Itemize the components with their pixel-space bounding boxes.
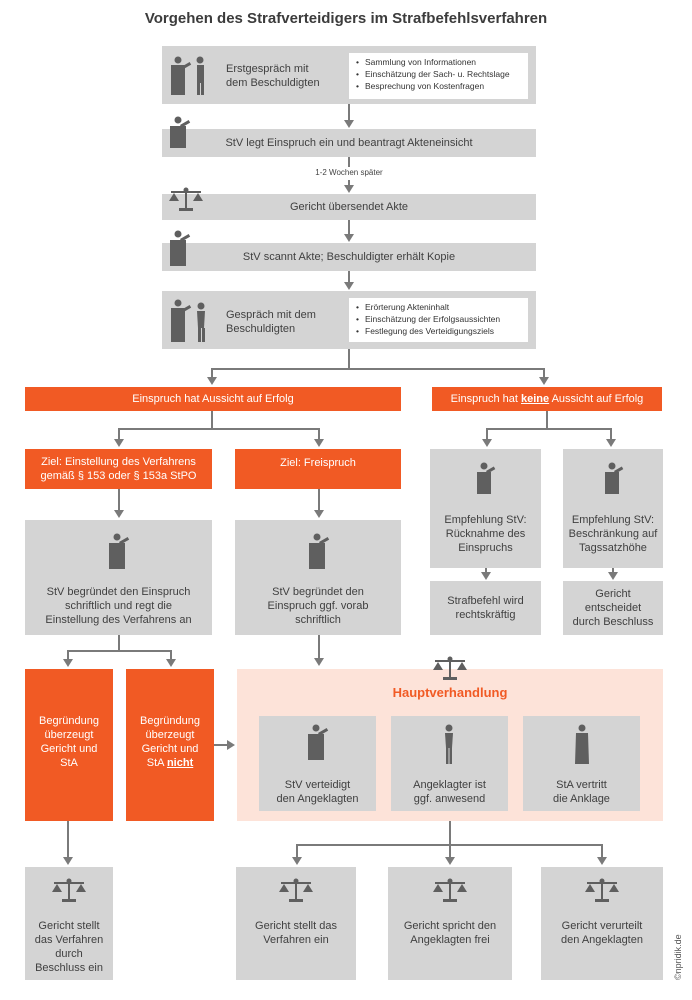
- scales-icon: [584, 877, 620, 903]
- step-second-meeting-notes: Erörterung AkteninhaltEinschätzung der E…: [349, 298, 528, 342]
- scales-icon: [168, 186, 204, 212]
- outcome-court-decides: [563, 581, 663, 635]
- wait-label: 1-2 Wochen später: [315, 168, 383, 177]
- step-court-sends-file-label: Gericht übersendet Akte: [289, 201, 408, 213]
- step-objection-label: StV legt Einspruch ein und beantragt Akt…: [225, 137, 473, 149]
- trial-title: Hauptverhandlung: [392, 685, 508, 700]
- lawyer-podium-icon: [168, 230, 192, 266]
- prosecutor-icon: [574, 724, 590, 764]
- lawyer-client-icon: [168, 298, 212, 342]
- branch-no-success-label: Einspruch hat keine Aussicht auf Erfolg: [450, 393, 644, 405]
- lawyer-podium-icon: [168, 116, 192, 148]
- outcome-final: [430, 581, 541, 635]
- goal-dismissal: [25, 449, 212, 489]
- scales-icon: [278, 877, 314, 903]
- goal-acquittal-label: Ziel: Freispruch: [280, 457, 356, 469]
- defendant-icon: [442, 724, 456, 764]
- lawyer-podium-icon: [307, 533, 331, 569]
- lawyer-podium-icon: [306, 724, 330, 760]
- scales-icon: [432, 655, 468, 681]
- step-scan-file-label: StV scannt Akte; Beschuldigter erhält Ko…: [242, 251, 456, 263]
- branch-no-success: [432, 387, 662, 411]
- step-scan-file: [162, 243, 536, 271]
- credit: ©npridik.de: [673, 934, 683, 980]
- lawyer-podium-icon: [475, 462, 497, 494]
- branch-success: [25, 387, 401, 411]
- step-objection: [162, 129, 536, 157]
- step-court-sends-file: [162, 194, 536, 220]
- convince-yes: [25, 669, 113, 821]
- scales-icon: [51, 877, 87, 903]
- lawyer-podium-icon: [603, 462, 625, 494]
- step-initial-meeting-notes: Sammlung von InformationenEinschätzung d…: [349, 53, 528, 99]
- convince-no: [126, 669, 214, 821]
- lawyer-client-icon: [168, 55, 212, 95]
- scales-icon: [432, 877, 468, 903]
- goal-acquittal: [235, 449, 401, 489]
- lawyer-podium-icon: [107, 533, 131, 569]
- branch-success-label: Einspruch hat Aussicht auf Erfolg: [132, 393, 294, 405]
- page-title: Vorgehen des Strafverteidigers im Strafb…: [144, 10, 548, 27]
- trial-defender: [259, 716, 376, 811]
